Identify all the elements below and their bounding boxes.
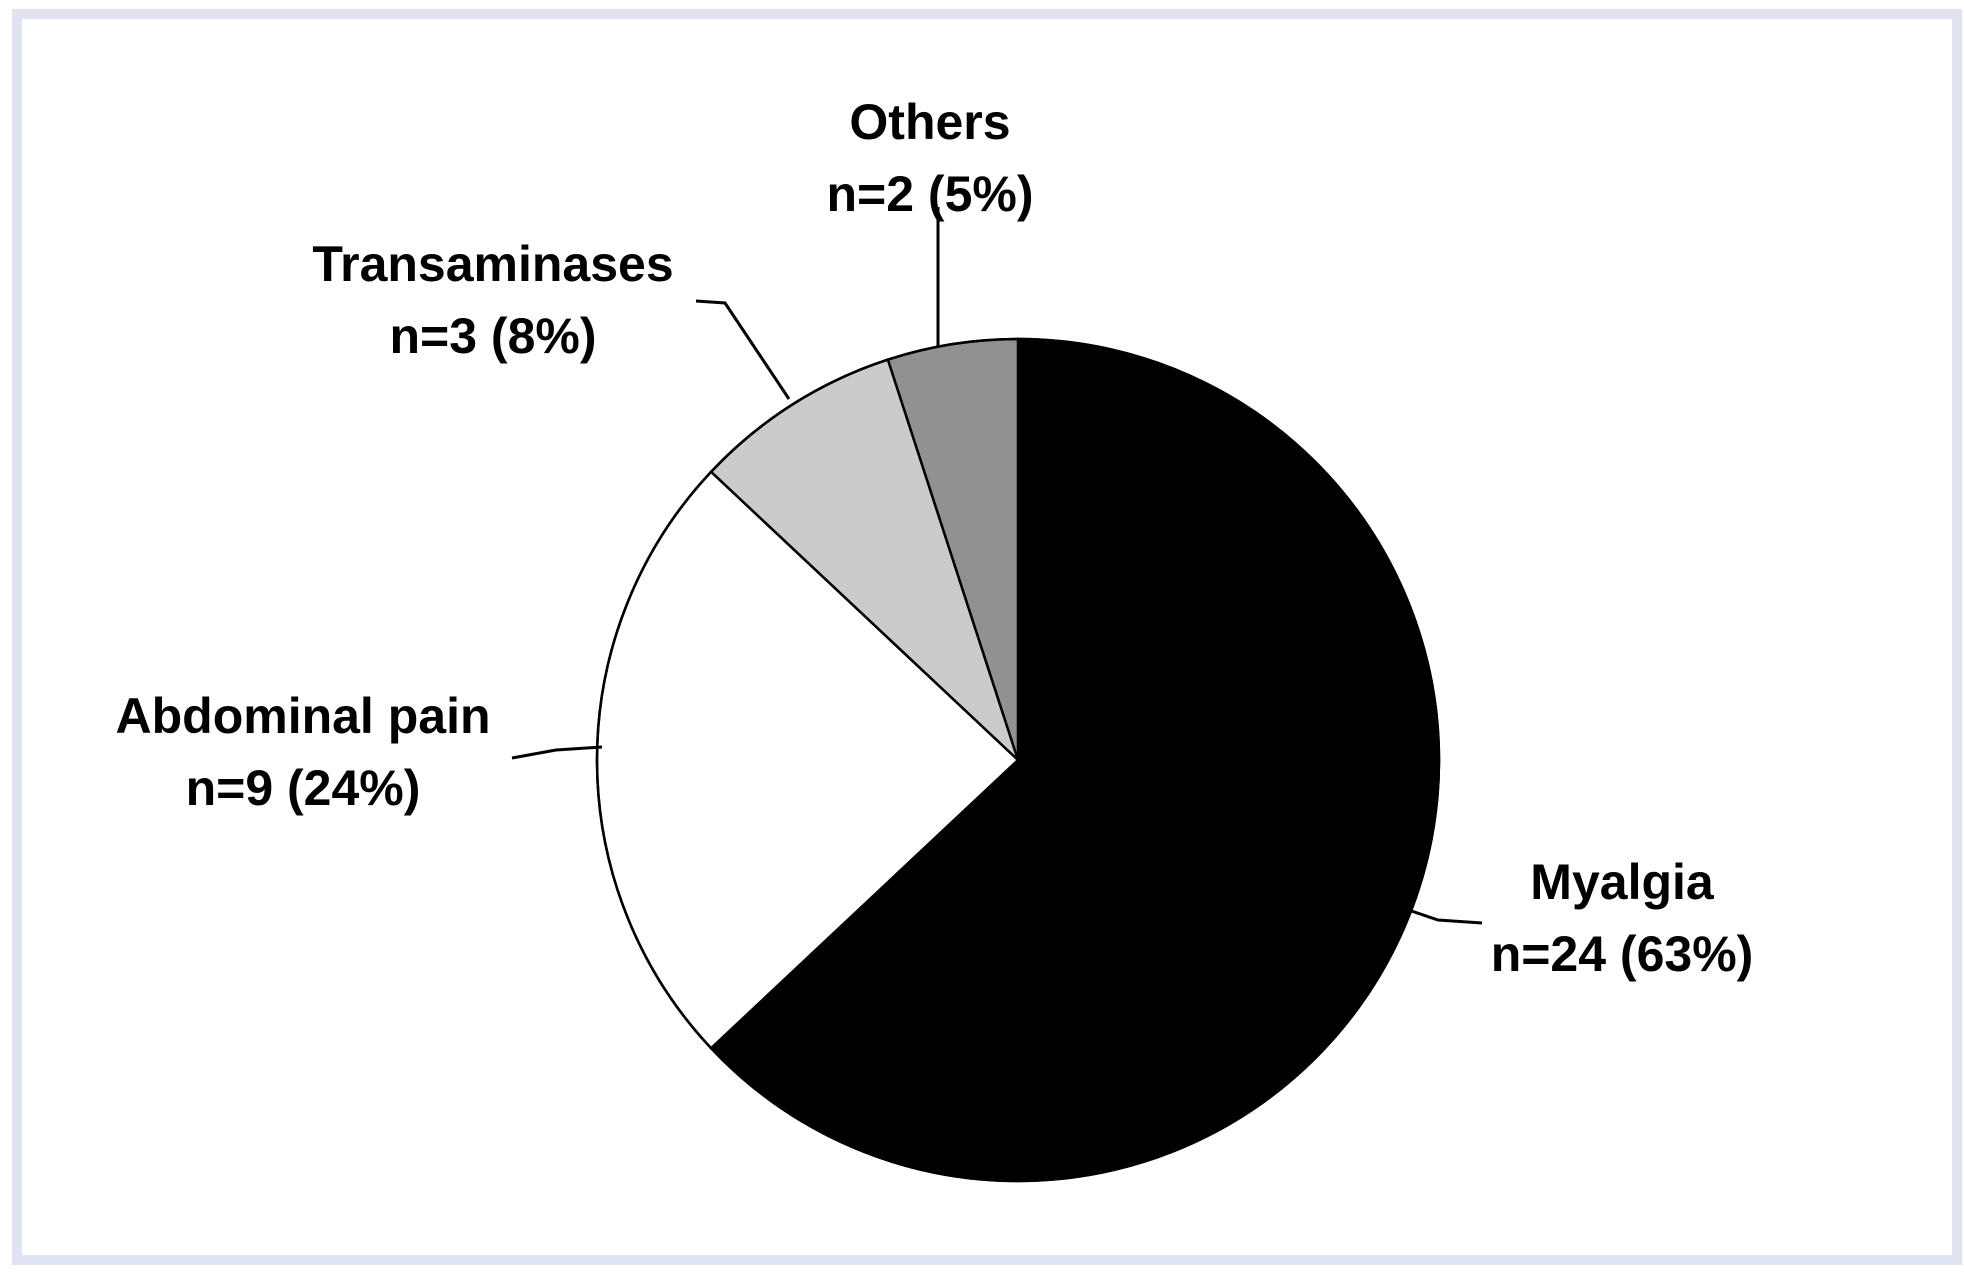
slice-label-others-name: Others — [849, 94, 1011, 150]
slice-label-myalgia: Myalgia n=24 (63%) — [1491, 846, 1754, 990]
leader-line-myalgia — [1387, 901, 1483, 925]
slice-label-others-value: n=2 (5%) — [826, 166, 1034, 222]
slice-label-others: Others n=2 (5%) — [826, 86, 1033, 230]
leader-line-abdominal-pain — [511, 745, 603, 760]
slice-label-abdominal-pain-name: Abdominal pain — [115, 688, 491, 744]
pie-slices-group — [595, 337, 1441, 1183]
slice-label-transaminases-name: Transaminases — [312, 236, 674, 292]
slice-label-transaminases-value: n=3 (8%) — [389, 308, 597, 364]
pie-outline-circle — [595, 337, 1441, 1183]
slice-label-myalgia-value: n=24 (63%) — [1490, 926, 1754, 982]
slice-label-abdominal-pain: Abdominal pain n=9 (24%) — [116, 680, 491, 824]
slice-label-abdominal-pain-value: n=9 (24%) — [185, 760, 421, 816]
slice-label-myalgia-name: Myalgia — [1530, 854, 1714, 910]
slice-label-transaminases: Transaminases n=3 (8%) — [312, 228, 673, 372]
leader-line-transaminases — [695, 299, 791, 400]
